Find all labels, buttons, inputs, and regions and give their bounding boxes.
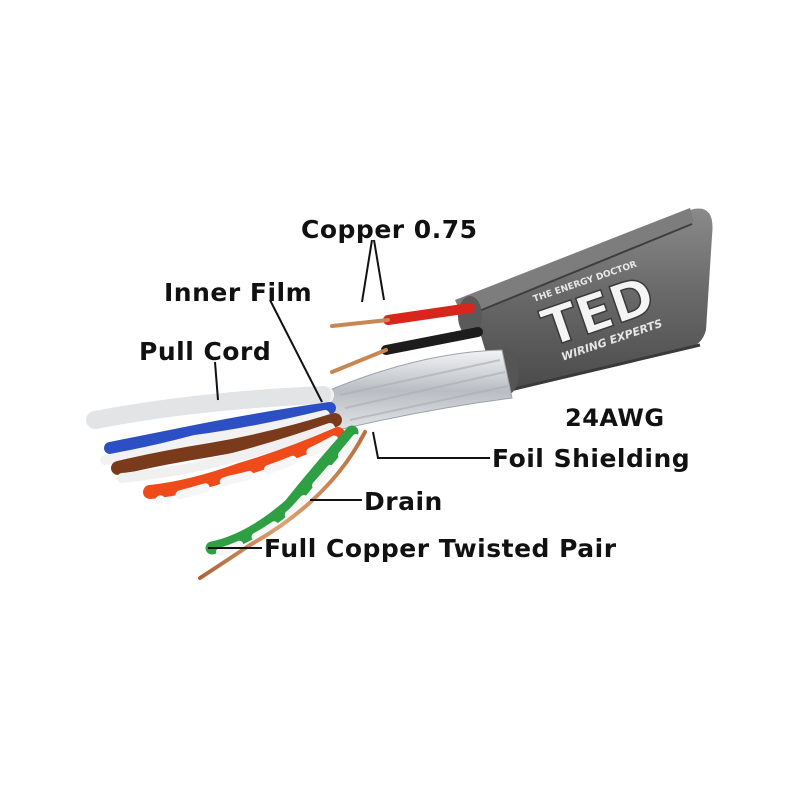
leader-copper-a bbox=[361, 239, 373, 303]
leader-lines bbox=[208, 239, 490, 549]
leader-inner-film bbox=[269, 299, 323, 403]
twisted-pairs bbox=[100, 402, 367, 580]
leader-pull-cord bbox=[214, 361, 219, 401]
label-drain: Drain bbox=[364, 487, 443, 516]
label-foil-shielding: Foil Shielding bbox=[492, 444, 691, 473]
power-wires bbox=[330, 303, 483, 374]
label-inner-film: Inner Film bbox=[164, 278, 313, 307]
cable-jacket bbox=[455, 208, 713, 396]
pull-cord bbox=[86, 386, 334, 429]
label-copper: Copper 0.75 bbox=[301, 215, 478, 244]
leader-foil bbox=[372, 431, 490, 459]
label-gauge: 24AWG bbox=[565, 404, 665, 432]
label-pull-cord: Pull Cord bbox=[139, 337, 272, 366]
label-twisted-pair: Full Copper Twisted Pair bbox=[264, 534, 617, 563]
leader-copper-b bbox=[373, 239, 385, 301]
